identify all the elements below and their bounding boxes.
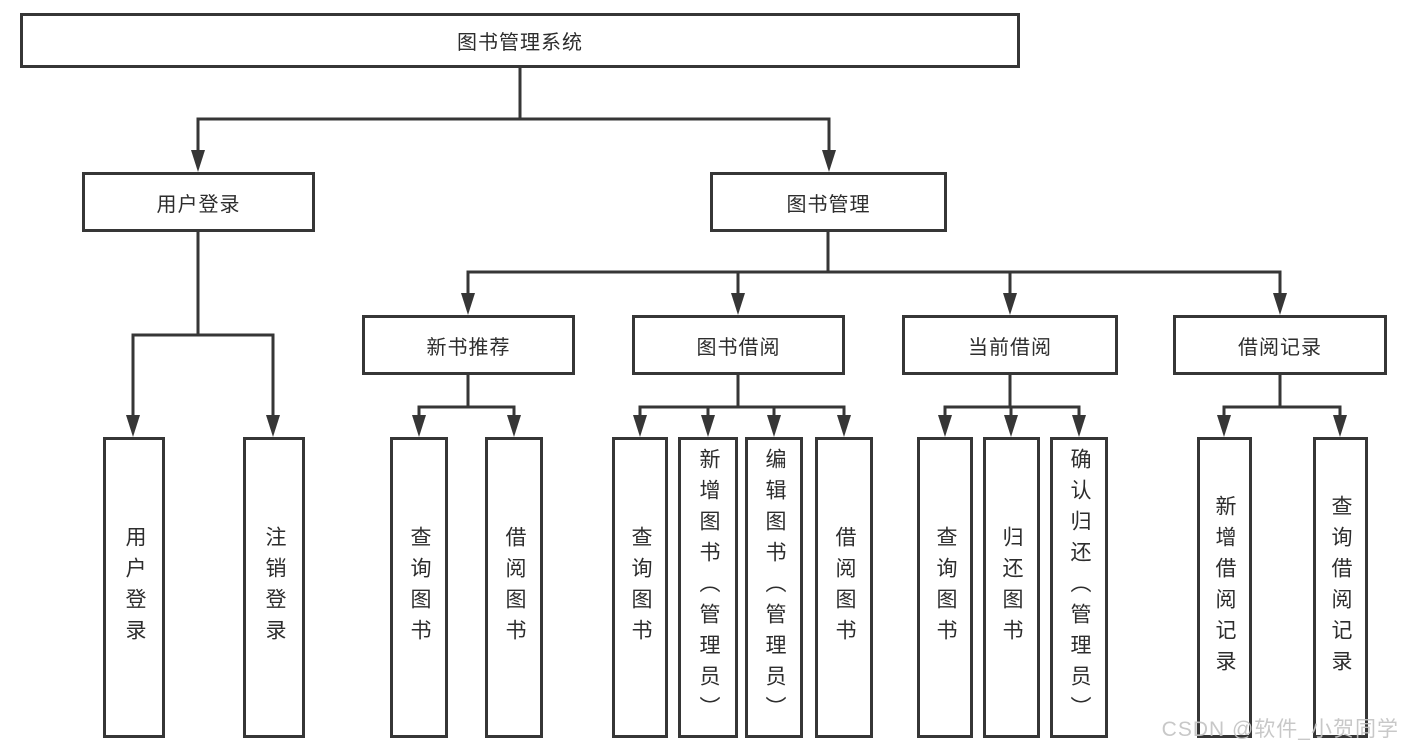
connector-new-book-to-leaves bbox=[412, 375, 521, 437]
node-current-borrowing: 当前借阅 bbox=[902, 315, 1118, 375]
connector-root-to-level2 bbox=[191, 68, 836, 172]
leaf-query-books-current: 查询图书 bbox=[917, 437, 973, 738]
leaf-add-borrow-record: 新增借阅记录 bbox=[1197, 437, 1252, 738]
leaf-query-books-borrowing: 查询图书 bbox=[612, 437, 668, 738]
node-book-borrowing: 图书借阅 bbox=[632, 315, 845, 375]
connector-book-management-to-groups bbox=[461, 232, 1287, 315]
connector-user-login-to-leaves bbox=[126, 232, 280, 437]
node-borrowing-records: 借阅记录 bbox=[1173, 315, 1387, 375]
leaf-query-borrow-record: 查询借阅记录 bbox=[1313, 437, 1368, 738]
connector-book-borrow-to-leaves bbox=[633, 375, 851, 437]
leaf-return-books: 归还图书 bbox=[983, 437, 1040, 738]
node-library-management-system: 图书管理系统 bbox=[20, 13, 1020, 68]
leaf-query-books-recommend: 查询图书 bbox=[390, 437, 448, 738]
connector-current-borrow-to-leaves bbox=[938, 375, 1086, 437]
leaf-logout: 注销登录 bbox=[243, 437, 305, 738]
leaf-confirm-return-admin: 确认归还（管理员） bbox=[1050, 437, 1108, 738]
leaf-borrow-books-recommend: 借阅图书 bbox=[485, 437, 543, 738]
leaf-borrow-books: 借阅图书 bbox=[815, 437, 873, 738]
leaf-edit-books-admin: 编辑图书（管理员） bbox=[745, 437, 803, 738]
leaf-user-login: 用户登录 bbox=[103, 437, 165, 738]
node-user-login-branch: 用户登录 bbox=[82, 172, 315, 232]
leaf-add-books-admin: 新增图书（管理员） bbox=[678, 437, 738, 738]
node-book-management-branch: 图书管理 bbox=[710, 172, 947, 232]
node-new-book-recommendation: 新书推荐 bbox=[362, 315, 575, 375]
connector-borrow-record-to-leaves bbox=[1217, 375, 1347, 437]
csdn-watermark: CSDN @软件_小贺同学 bbox=[1161, 718, 1399, 741]
